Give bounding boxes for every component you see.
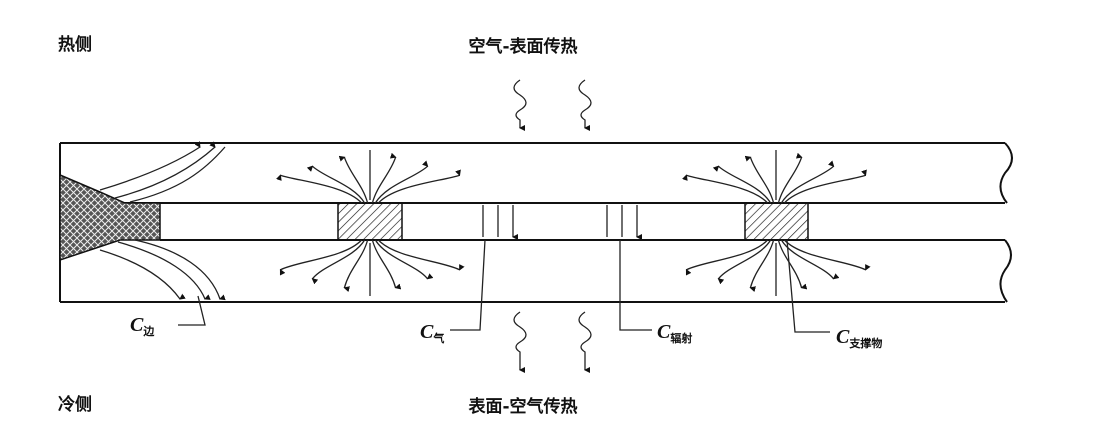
flow-line: [374, 239, 434, 280]
flow-line: [712, 165, 772, 204]
c-gas-label: C气: [420, 321, 444, 345]
flow-line: [744, 155, 775, 204]
flow-line: [371, 152, 397, 204]
c-spacer-label: C支撑物: [836, 326, 882, 350]
flow-line: [777, 239, 808, 290]
flow-line: [275, 174, 363, 204]
flow-line: [717, 239, 772, 285]
edge-flow-lines: [99, 141, 226, 301]
cold-side-label: 冷侧: [58, 394, 92, 415]
flow-line: [777, 152, 803, 204]
flow-line: [279, 239, 363, 276]
flow-line: [338, 155, 369, 204]
flow-line: [377, 169, 461, 204]
flow-line: [343, 239, 369, 292]
radiation-arrows: [606, 205, 637, 237]
flow-line: [371, 239, 402, 290]
spacer-left: [337, 202, 403, 241]
gas-conduction-arrows: [482, 205, 513, 237]
label-leaders: [178, 239, 830, 333]
flow-line: [377, 239, 465, 271]
flow-line: [311, 239, 366, 285]
hot-side-label: 热侧: [58, 34, 92, 55]
spacer-flow-lines: [275, 150, 871, 296]
c-radiation-label: C辐射: [657, 321, 692, 345]
flow-line: [783, 169, 867, 204]
flow-line: [681, 174, 769, 204]
flow-line: [749, 239, 775, 292]
flow-line: [780, 160, 835, 204]
edge-seal: [59, 173, 161, 262]
heat-flow-wave-arrows: [513, 79, 592, 373]
spacer-right: [744, 202, 809, 241]
flow-line: [780, 239, 840, 280]
flow-line: [685, 239, 769, 276]
bottom-heat-transfer-label: 表面-空气传热: [468, 396, 577, 417]
flow-line: [783, 239, 871, 271]
flow-line: [374, 160, 429, 204]
top-heat-transfer-label: 空气-表面传热: [468, 36, 577, 57]
flow-line: [306, 165, 366, 204]
glass-panes: [59, 142, 1013, 303]
c-edge-label: C边: [130, 314, 155, 338]
